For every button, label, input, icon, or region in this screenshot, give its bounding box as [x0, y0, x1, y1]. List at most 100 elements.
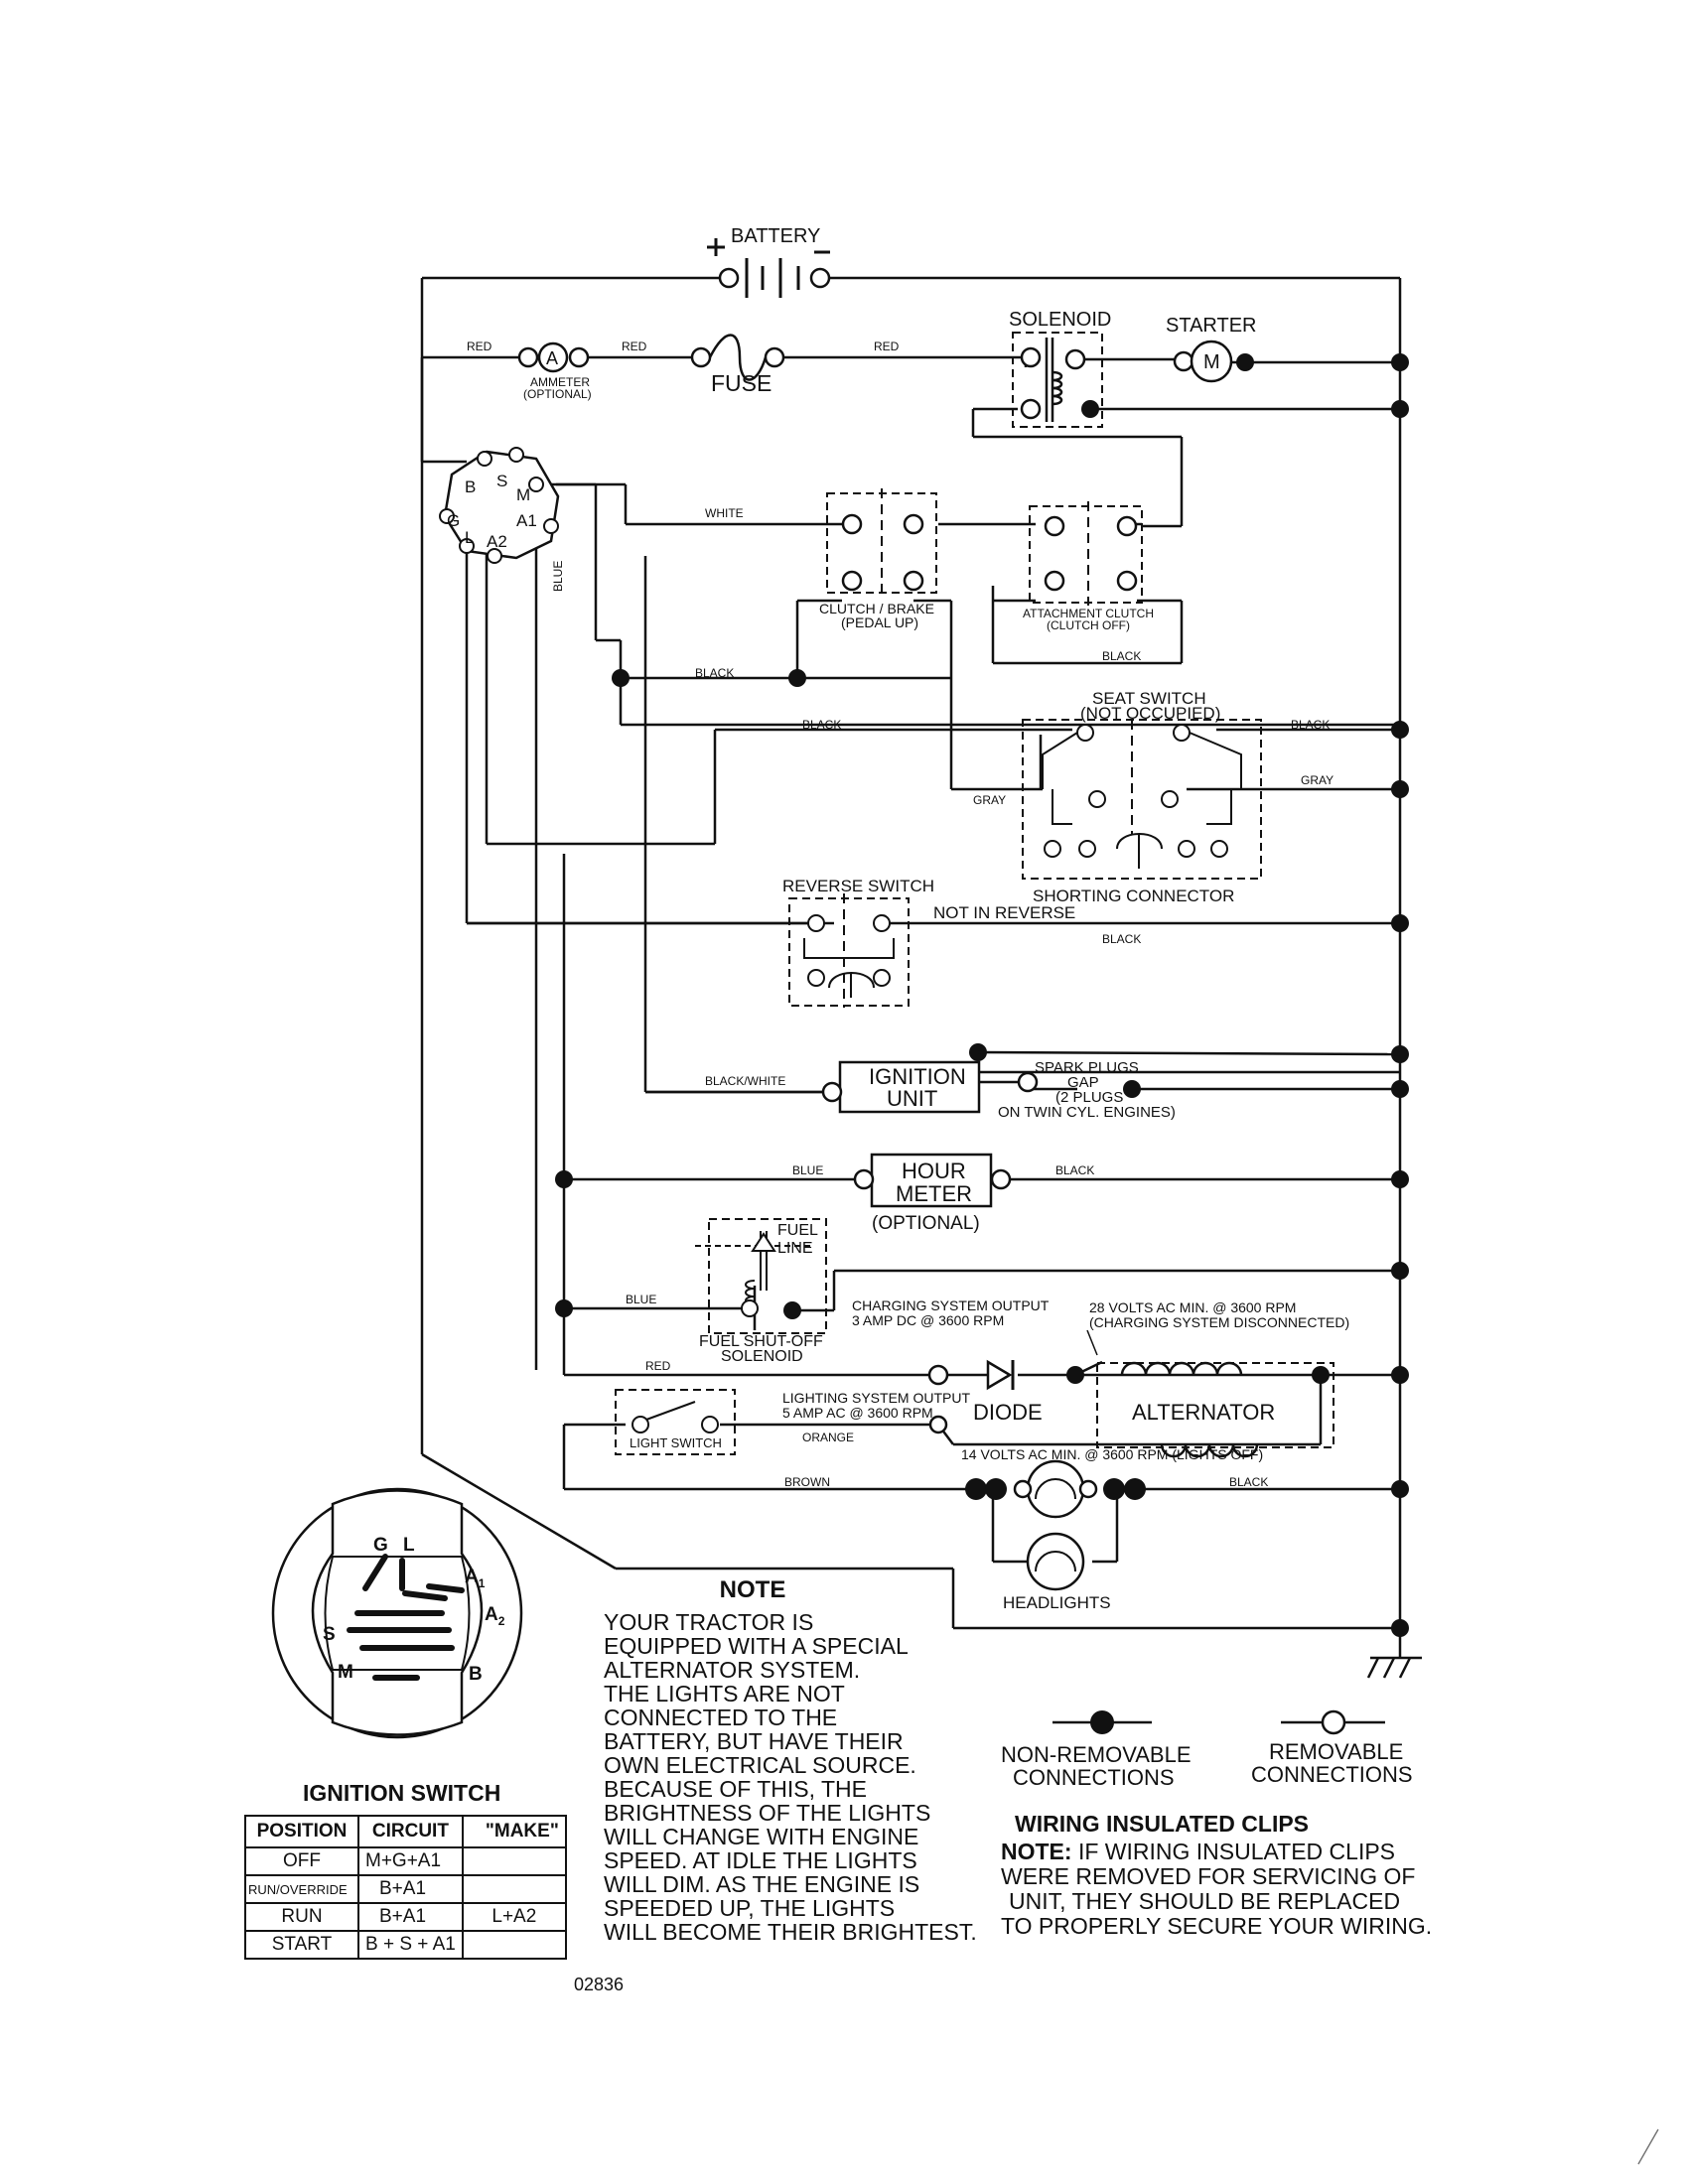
header-make: "MAKE" [462, 1815, 567, 1848]
wire-black-label-reverse: BLACK [1102, 932, 1141, 946]
note-line: BATTERY, BUT HAVE THEIR [604, 1728, 904, 1754]
sw-terminal-s: S [496, 472, 507, 490]
hour-meter-label-1: HOUR [902, 1159, 966, 1183]
row-extra: L+A2 [461, 1902, 567, 1932]
ign-face-a1-sub: 1 [479, 1576, 486, 1590]
fuel-shutoff-label-2: SOLENOID [721, 1348, 803, 1365]
fuse-label: FUSE [711, 370, 772, 396]
note-line: WILL CHANGE WITH ENGINE [604, 1824, 919, 1849]
starter-motor-symbol: M [1203, 351, 1220, 373]
table-row: RUN/OVERRIDE B+A1 [244, 1874, 567, 1904]
note-block: NOTE YOUR TRACTOR IS EQUIPPED WITH A SPE… [604, 1576, 1021, 1944]
clips-line-3: UNIT, THEY SHOULD BE REPLACED [1009, 1888, 1401, 1914]
hour-meter-optional-label: (OPTIONAL) [872, 1213, 980, 1234]
ignition-unit-label-1: IGNITION [869, 1064, 966, 1089]
row-circuit: B+A1 [357, 1874, 464, 1904]
wire-red-label-3: RED [874, 340, 900, 353]
note-line: BECAUSE OF THIS, THE [604, 1776, 867, 1802]
sw-terminal-b: B [465, 478, 476, 496]
note-line: OWN ELECTRICAL SOURCE. [604, 1752, 916, 1778]
fuel-line-label: LINE [777, 1240, 813, 1257]
ign-face-a1-letter: A [465, 1567, 479, 1587]
table-row: RUN B+A1 L+A2 [244, 1902, 567, 1932]
table-row: START B + S + A1 [244, 1930, 567, 1960]
attachment-clutch-label: ATTACHMENT CLUTCH [1023, 607, 1154, 620]
attachment-clutch-off-label: (CLUTCH OFF) [1047, 618, 1130, 632]
note-line: BRIGHTNESS OF THE LIGHTS [604, 1800, 931, 1826]
wire-black-label-1: BLACK [695, 666, 734, 680]
lighting-output-label-1: LIGHTING SYSTEM OUTPUT [782, 1390, 970, 1406]
sw-terminal-a2: A2 [487, 532, 507, 551]
table-header-row: POSITION CIRCUIT "MAKE" [244, 1815, 567, 1848]
clips-line-1: NOTE: IF WIRING INSULATED CLIPS [1001, 1840, 1517, 1864]
note-line: THE LIGHTS ARE NOT [604, 1681, 845, 1706]
wire-red-label-1: RED [467, 340, 492, 353]
light-switch-label: LIGHT SWITCH [630, 1435, 722, 1450]
ignition-switch-title: IGNITION SWITCH [303, 1780, 501, 1806]
non-removable-label-2: CONNECTIONS [1013, 1765, 1175, 1790]
spark-gap-label: GAP [1067, 1074, 1099, 1091]
note-line: WILL DIM. AS THE ENGINE IS [604, 1871, 920, 1897]
fuel-label: FUEL [777, 1222, 818, 1239]
ignition-unit-label-2: UNIT [887, 1086, 937, 1111]
starter-label: STARTER [1166, 315, 1257, 337]
table-row: OFF M+G+A1 [244, 1846, 567, 1876]
wire-black-label-hour: BLACK [1055, 1163, 1094, 1177]
charging-output-label-1: CHARGING SYSTEM OUTPUT [852, 1297, 1050, 1313]
solenoid-label: SOLENOID [1009, 309, 1111, 331]
note-line: ALTERNATOR SYSTEM. [604, 1657, 861, 1683]
spark-plugs-label: SPARK PLUGS [1035, 1059, 1139, 1076]
wire-black-white-label: BLACK/WHITE [705, 1074, 785, 1088]
removable-label-2: CONNECTIONS [1251, 1762, 1413, 1787]
wiring-clips-block: WIRING INSULATED CLIPS NOTE: IF WIRING I… [1001, 1811, 1517, 1939]
document-number: 02836 [574, 1975, 625, 1994]
row-circuit: M+G+A1 [357, 1846, 464, 1876]
clips-note-label: NOTE: [1001, 1839, 1072, 1864]
wire-blue-label-hour: BLUE [792, 1163, 823, 1177]
volts14-label: 14 VOLTS AC MIN. @ 3600 RPM (LIGHTS OFF) [961, 1446, 1263, 1462]
row-position: RUN/OVERRIDE [244, 1874, 359, 1904]
ign-face-a2-letter: A [485, 1604, 498, 1625]
spark-twin-cyl-label: ON TWIN CYL. ENGINES) [998, 1104, 1176, 1121]
header-position: POSITION [244, 1815, 359, 1848]
ign-face-b: B [469, 1664, 483, 1685]
wire-black-label-lights: BLACK [1229, 1475, 1268, 1489]
ign-face-a2-sub: 2 [498, 1614, 505, 1628]
note-line: WILL BECOME THEIR BRIGHTEST. [604, 1919, 977, 1945]
note-line: CONNECTED TO THE [604, 1705, 838, 1730]
wire-blue-label-fuel: BLUE [626, 1293, 656, 1306]
volts28-label-2: (CHARGING SYSTEM DISCONNECTED) [1089, 1314, 1349, 1330]
wire-brown-label: BROWN [784, 1475, 830, 1489]
row-circuit: B + S + A1 [357, 1930, 464, 1960]
charging-output-label-2: 3 AMP DC @ 3600 RPM [852, 1312, 1004, 1328]
not-in-reverse-label: NOT IN REVERSE [933, 903, 1075, 922]
sw-terminal-m: M [516, 485, 530, 504]
alternator-label: ALTERNATOR [1132, 1400, 1275, 1425]
note-line: SPEEDED UP, THE LIGHTS [604, 1895, 896, 1921]
sw-terminal-g: G [447, 511, 460, 530]
reverse-switch-label: REVERSE SWITCH [782, 877, 934, 895]
ammeter-symbol: A [546, 348, 558, 368]
note-line: YOUR TRACTOR IS [604, 1609, 814, 1635]
seat-switch-not-occupied-label: (NOT OCCUPIED) [1080, 704, 1220, 723]
row-position: OFF [244, 1846, 359, 1876]
clips-line-4: TO PROPERLY SECURE YOUR WIRING. [1001, 1913, 1433, 1939]
wire-orange-label: ORANGE [802, 1431, 854, 1444]
wire-red-label-charging: RED [645, 1359, 671, 1373]
wire-black-label-2: BLACK [802, 718, 841, 732]
wire-black-label-attach: BLACK [1102, 649, 1141, 663]
ammeter-label: AMMETER [530, 375, 590, 389]
sw-terminal-a1: A1 [516, 511, 537, 530]
headlights-label: HEADLIGHTS [1003, 1593, 1111, 1612]
wire-white-label: WHITE [705, 506, 744, 520]
lighting-output-label-2: 5 AMP AC @ 3600 RPM [782, 1405, 933, 1421]
wire-blue-label-vertical: BLUE [551, 561, 565, 592]
note-title: NOTE [719, 1576, 786, 1603]
ign-face-a2: A2 [485, 1604, 505, 1628]
wire-red-label-2: RED [622, 340, 647, 353]
removable-label-1: REMOVABLE [1269, 1739, 1403, 1764]
ammeter-optional-label: (OPTIONAL) [523, 387, 592, 401]
volts28-label-1: 28 VOLTS AC MIN. @ 3600 RPM [1089, 1299, 1296, 1315]
shorting-connector-label: SHORTING CONNECTOR [1033, 887, 1234, 905]
